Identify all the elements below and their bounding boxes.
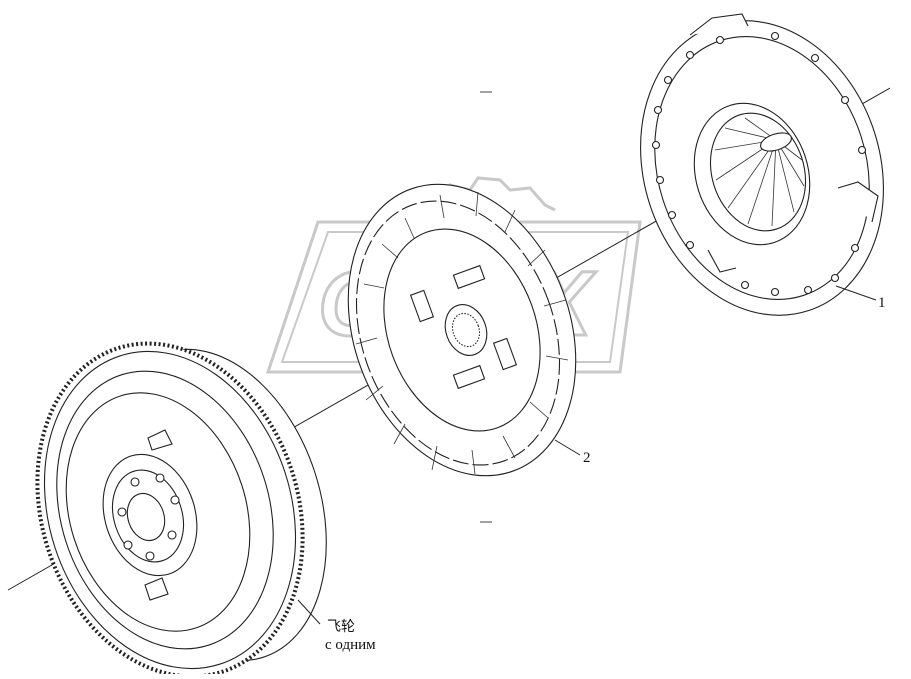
- clutch-disc: [347, 183, 577, 477]
- leader-line-flywheel: [297, 599, 321, 625]
- callout-pressure-plate: 1: [878, 295, 886, 311]
- flywheel: [35, 341, 327, 679]
- damper-spring: [452, 364, 486, 390]
- callout-flywheel-ru: с одним: [325, 637, 376, 653]
- leader-line-2: [554, 439, 581, 456]
- pressure-plate: [640, 13, 884, 316]
- leader-line-1: [835, 285, 877, 301]
- callout-flywheel-cn: 飞轮: [327, 619, 355, 635]
- damper-spring: [452, 264, 486, 290]
- callout-clutch-disc: 2: [583, 450, 591, 466]
- damper-spring: [492, 337, 518, 371]
- damper-spring: [409, 289, 435, 323]
